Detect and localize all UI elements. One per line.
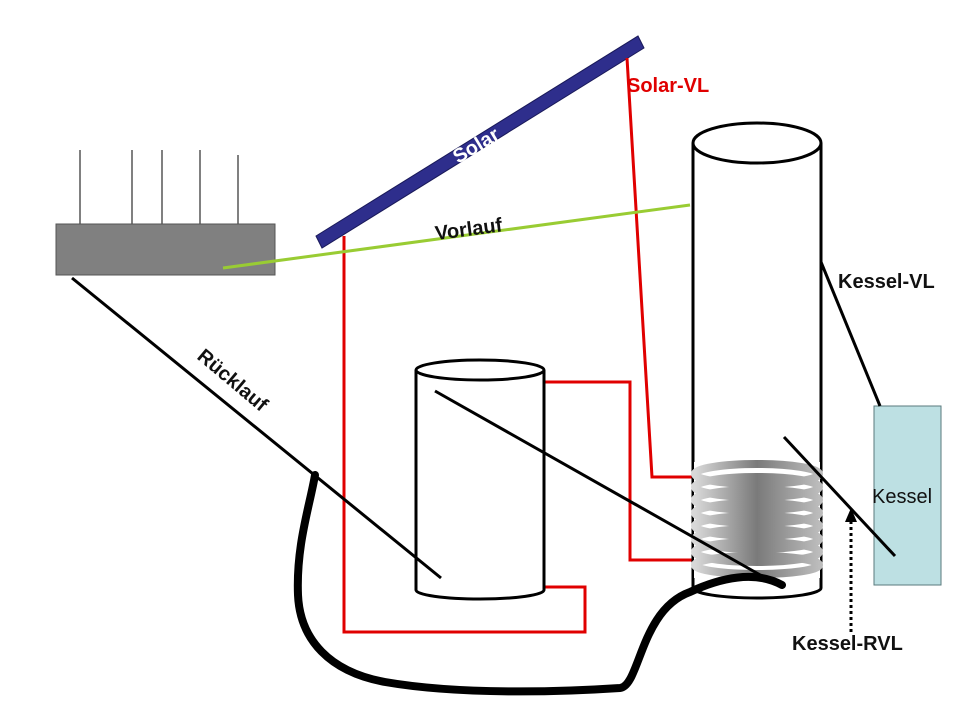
boiler <box>873 405 942 586</box>
vorlauf-label: Vorlauf <box>434 214 504 245</box>
radiator <box>55 150 276 276</box>
small-storage-tank <box>414 358 546 601</box>
heat-exchanger-coil <box>691 460 823 578</box>
kessel-rvl-arrow <box>845 508 857 632</box>
vorlauf-pipe <box>222 203 691 270</box>
kessel-label: Kessel <box>872 486 932 508</box>
solar-label: Solar <box>449 124 503 169</box>
solar-vl-label: Solar-VL <box>627 75 709 97</box>
return-loop-pipe <box>293 471 786 696</box>
kessel-vl-label: Kessel-VL <box>838 271 935 293</box>
solar-panel <box>315 35 645 249</box>
ruecklauf-label: Rücklauf <box>193 345 272 416</box>
kessel-rvl-label: Kessel-RVL <box>792 633 903 655</box>
return-pipes <box>71 261 897 580</box>
